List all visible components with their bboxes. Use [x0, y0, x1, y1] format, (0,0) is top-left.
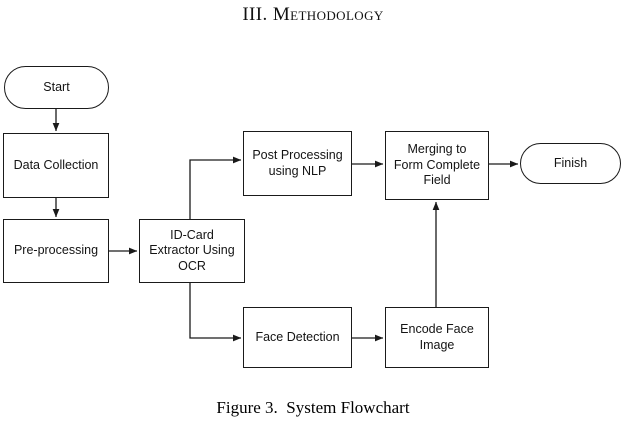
- flow-node-face-detection-label: Face Detection: [255, 329, 340, 344]
- figure-caption: Figure 3. System Flowchart: [216, 398, 410, 417]
- flow-node-data-collection[interactable]: Data Collection: [3, 133, 109, 198]
- flow-node-data-collection-label: Data Collection: [13, 157, 99, 172]
- flow-node-encode-face-image-label: Encode Face Image: [400, 321, 474, 352]
- edge-extractor-to-post-processing: [189, 156, 242, 219]
- flow-node-id-card-extractor[interactable]: ID-Card Extractor Using OCR: [139, 219, 245, 283]
- section-heading: III. Methodology: [0, 4, 626, 26]
- flow-node-start-label: Start: [43, 79, 70, 94]
- flow-node-merging-label: Merging to Form Complete Field: [393, 142, 481, 188]
- flow-node-finish-label: Finish: [553, 155, 588, 170]
- flow-node-start[interactable]: Start: [4, 66, 109, 109]
- flow-node-encode-face-image[interactable]: Encode Face Image: [385, 307, 489, 368]
- section-heading-number: III.: [242, 4, 268, 25]
- edge-extractor-to-face-detection: [189, 283, 242, 342]
- flow-node-id-card-extractor-label: ID-Card Extractor Using OCR: [149, 227, 235, 273]
- flow-node-face-detection[interactable]: Face Detection: [243, 307, 352, 368]
- flow-node-merging[interactable]: Merging to Form Complete Field: [385, 131, 489, 200]
- flow-node-finish[interactable]: Finish: [520, 143, 621, 184]
- section-heading-title: Methodology: [272, 4, 384, 25]
- flow-node-post-processing[interactable]: Post Processing using NLP: [243, 131, 352, 196]
- flow-node-post-processing-label: Post Processing using NLP: [252, 147, 343, 178]
- flow-node-pre-processing-label: Pre-processing: [13, 243, 99, 258]
- flow-node-pre-processing[interactable]: Pre-processing: [3, 219, 109, 283]
